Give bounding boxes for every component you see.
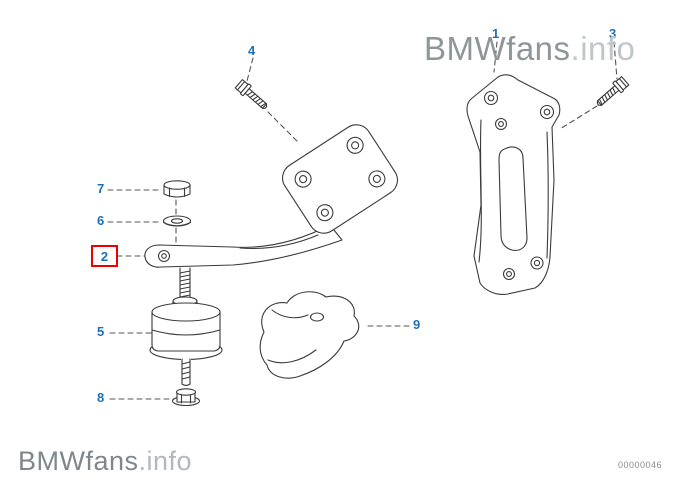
part-collar-nut	[171, 388, 201, 407]
callout-9[interactable]: 9	[413, 317, 421, 332]
callout-6[interactable]: 6	[97, 213, 105, 228]
callout-4[interactable]: 4	[248, 43, 256, 58]
watermark-bottom-brand: BMWfans	[18, 446, 139, 476]
callout-2-highlight-box[interactable]: 2	[91, 245, 118, 267]
part-washer	[162, 215, 192, 227]
callout-5[interactable]: 5	[97, 324, 105, 339]
watermark-top-suffix: .info	[570, 30, 636, 67]
leader-line-3	[613, 41, 618, 80]
callout-3[interactable]: 3	[609, 26, 617, 41]
part-bolt-3	[596, 76, 630, 106]
callout-8[interactable]: 8	[97, 390, 105, 405]
watermark-top-brand: BMWfans	[424, 30, 571, 67]
watermark-bottom: BMWfans.info	[18, 446, 192, 477]
part-stud	[179, 267, 191, 301]
part-engine-mount	[149, 296, 223, 387]
part-support-arm	[144, 124, 398, 268]
part-bolt-4	[234, 79, 268, 109]
leader-lines	[107, 41, 618, 400]
callout-2[interactable]: 2	[100, 248, 109, 264]
leader-line-3b	[559, 105, 598, 130]
part-bracket	[466, 74, 561, 295]
leader-line-4b	[267, 111, 299, 143]
watermark-bottom-suffix: .info	[138, 446, 193, 476]
leader-line-1	[493, 41, 498, 73]
leader-line-4	[246, 57, 254, 82]
diagram-code: 00000046	[617, 460, 662, 470]
callout-7[interactable]: 7	[97, 181, 105, 196]
part-heat-shield	[259, 291, 360, 379]
callout-1[interactable]: 1	[492, 26, 500, 41]
watermark-top: BMWfans.info	[424, 30, 635, 68]
part-nut	[163, 180, 191, 198]
